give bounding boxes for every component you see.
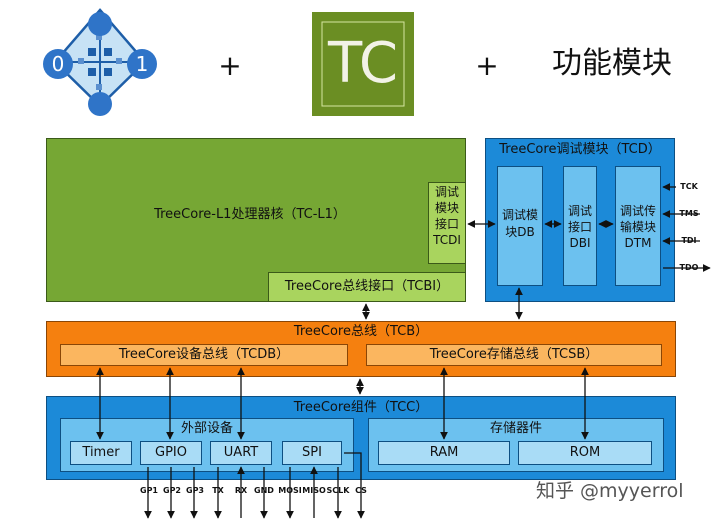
ram-label: RAM <box>429 444 459 460</box>
uart-label: UART <box>223 444 259 460</box>
timer-box <box>70 441 132 465</box>
dtm-line-2: 输模块 <box>619 220 656 234</box>
db-box <box>497 166 543 286</box>
rom-box <box>518 441 652 465</box>
logo-digit-one: 1 <box>135 51 149 76</box>
dbi-line-3: DBI <box>569 236 591 250</box>
function-module-label: 功能模块 <box>552 46 672 82</box>
dbi-box <box>563 166 597 286</box>
bus-interface-box <box>268 272 466 302</box>
peripherals-title: 外部设备 <box>180 420 233 436</box>
pin-gp3: GP3 <box>186 486 204 495</box>
db-line-1: 调试模 <box>501 208 538 222</box>
dtm-line-1: 调试传 <box>619 204 656 218</box>
plus-sign-right: + <box>475 48 499 82</box>
header-logos <box>43 8 414 116</box>
pin-gp2: GP2 <box>163 486 181 495</box>
treecore-bus-title: TreeCore总线（TCB） <box>293 323 429 339</box>
pin-tck: TCK <box>680 182 698 191</box>
storage-bus-box <box>366 344 662 366</box>
dtm-line-3: DTM <box>624 236 652 250</box>
pin-gp1: GP1 <box>140 486 158 495</box>
bus-interface-label: TreeCore总线接口（TCBI） <box>284 278 450 294</box>
debug-interface-line-3: 接口 <box>434 217 459 231</box>
components-title: TreeCore组件（TCC） <box>293 399 429 415</box>
uart-box <box>210 441 272 465</box>
debug-interface-box <box>428 182 466 264</box>
dbi-line-2: 接口 <box>567 220 592 234</box>
tc-logo-text: TC <box>327 31 399 96</box>
debug-interface-line-4: TCDI <box>433 233 461 247</box>
spi-label: SPI <box>302 444 322 460</box>
storage-bus-label: TreeCore存储总线（TCSB） <box>429 346 599 362</box>
processor-core-title: TreeCore-L1处理器核（TC-L1） <box>154 206 346 222</box>
storage-title: 存储器件 <box>489 420 542 436</box>
spi-box <box>282 441 342 465</box>
debug-module-title: TreeCore调试模块（TCD） <box>499 141 661 157</box>
device-bus-label: TreeCore设备总线（TCDB） <box>118 346 290 362</box>
watermark: 知乎 @myyerrol <box>536 480 684 503</box>
device-bus-box <box>60 344 348 366</box>
debug-interface-line-2: 模块 <box>434 201 459 215</box>
plus-sign-left: + <box>218 48 242 82</box>
debug-interface-line-1: 调试 <box>434 185 459 199</box>
rom-label: ROM <box>569 444 601 460</box>
gpio-label: GPIO <box>155 444 187 460</box>
db-line-2: 块DB <box>505 225 535 239</box>
timer-label: Timer <box>82 444 120 460</box>
tc-logo <box>312 12 414 116</box>
dbi-line-1: 调试 <box>567 204 592 218</box>
logo-digit-zero: 0 <box>51 51 65 76</box>
dtm-box <box>615 166 661 286</box>
gpio-box <box>140 441 202 465</box>
binary-tree-logo <box>43 8 157 116</box>
ram-box <box>378 441 510 465</box>
